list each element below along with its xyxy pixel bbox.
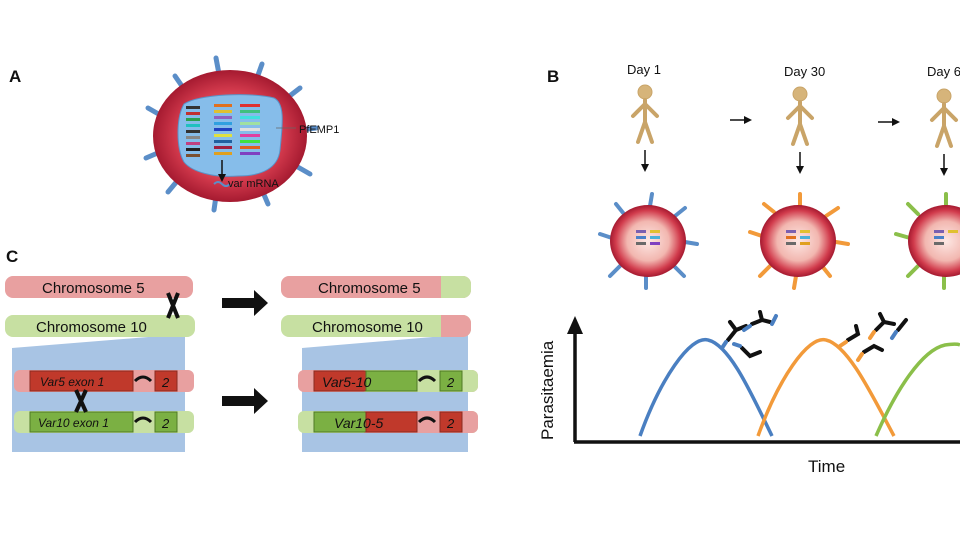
x-axis-label: Time	[808, 457, 845, 476]
chromosome-10-after-label: Chromosome 10	[312, 319, 423, 336]
chromosome-10-after-bar	[281, 315, 471, 337]
recombination-arrows	[222, 290, 268, 414]
mrna-strand	[213, 181, 231, 187]
var10-intron	[133, 416, 153, 424]
var5-exon1-label: Var5 exon 1	[40, 375, 104, 389]
antibody-5	[868, 312, 896, 340]
infected-cell-day-60	[894, 192, 960, 290]
var5-exon1-box	[29, 370, 134, 392]
var10-5-exon2	[439, 411, 463, 433]
pfemp1-label: PfEMP1	[299, 124, 339, 136]
down-arrows	[641, 150, 948, 176]
day-1-label: Day 1	[627, 62, 661, 77]
transcription-arrowhead	[218, 174, 226, 182]
antibody-2	[742, 310, 778, 332]
var5-exon2-label: 2	[161, 375, 170, 390]
wave-green	[874, 342, 960, 437]
var10-5-exon1-red	[365, 411, 418, 433]
var-gene-bars	[186, 104, 260, 157]
var10-5-exon2-label: 2	[446, 416, 455, 431]
infected-cell-a	[143, 55, 319, 213]
chromosome-5-after-bar	[281, 276, 471, 298]
panel-b-letter: B	[547, 67, 559, 86]
crossover-mark-genes	[74, 389, 88, 413]
var10-exon2-box	[154, 411, 178, 433]
var5-10-label: Var5-10	[322, 374, 372, 390]
chromosome-5-bar	[5, 276, 193, 298]
person-figure-1	[631, 84, 659, 144]
antibody-3	[732, 342, 762, 359]
var5-10-exon2-label: 2	[446, 375, 455, 390]
chromosome-10-label: Chromosome 10	[36, 319, 147, 336]
var10-exon2-label: 2	[161, 416, 170, 431]
var5-10-exon2	[439, 370, 463, 392]
day-60-label: Day 6	[927, 64, 960, 79]
var-mrna-label: var mRNA	[228, 178, 279, 190]
var10-exon1-label: Var10 exon 1	[38, 416, 109, 430]
recombination-before	[5, 276, 195, 452]
crossover-mark-chromosomes	[166, 292, 180, 319]
var10-exon1-box	[29, 411, 134, 433]
var5-10-exon1-green	[365, 370, 418, 392]
person-figure-2	[786, 86, 814, 146]
infected-cell-day-1	[598, 192, 699, 290]
chromosome-5-after-label: Chromosome 5	[318, 280, 421, 297]
infected-cell-day-30	[748, 192, 850, 290]
antibody-1	[720, 320, 748, 350]
y-axis-label: Parasitaemia	[538, 340, 557, 440]
panel-c-letter: C	[6, 247, 18, 266]
var5-exon2-box	[154, 370, 178, 392]
chromosome-10-bar	[5, 315, 195, 337]
day-30-label: Day 30	[784, 64, 825, 79]
var10-5-label: Var10-5	[334, 415, 384, 431]
zoom-region-left	[12, 334, 185, 452]
var5-intron	[133, 375, 153, 383]
antibody-4	[838, 324, 861, 348]
recombination-after	[281, 276, 478, 452]
zoom-region-right	[302, 334, 468, 452]
antibody-6	[890, 318, 908, 340]
plot-axes	[567, 316, 960, 444]
chromosome-5-label: Chromosome 5	[42, 280, 145, 297]
time-arrows	[730, 116, 900, 126]
antibodies	[720, 310, 908, 362]
wave-blue	[638, 338, 774, 437]
panel-a-letter: A	[9, 67, 21, 86]
wave-orange	[756, 338, 896, 437]
antibody-7	[856, 343, 884, 362]
person-figure-3	[930, 88, 958, 148]
